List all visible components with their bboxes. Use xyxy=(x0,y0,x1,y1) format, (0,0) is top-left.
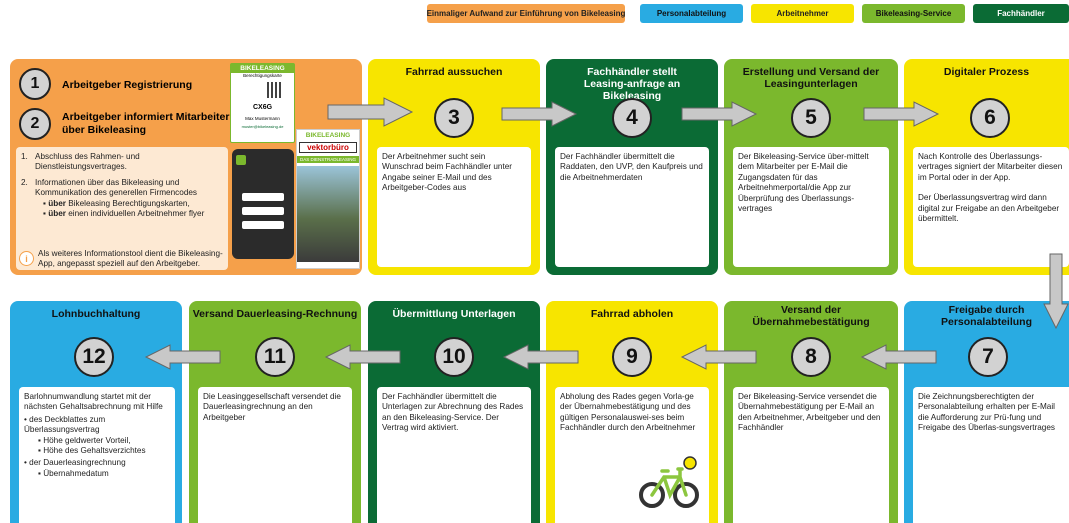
app-logo-icon xyxy=(236,155,246,165)
step-3-circle: 3 xyxy=(434,98,474,138)
step-2-title-line2: über Bikeleasing xyxy=(62,124,147,136)
step-2-circle: 2 xyxy=(19,108,51,140)
step-1-circle: 1 xyxy=(19,68,51,100)
step-8-circle: 8 xyxy=(791,337,831,377)
step-4-description: Der Fachhändler übermittelt die Raddaten… xyxy=(555,147,709,267)
step-4-title: Fachhändler stellt Leasing-anfrage an Bi… xyxy=(583,66,681,102)
card-title: BIKELEASING xyxy=(231,64,294,73)
legend-fachhaendler: Fachhändler xyxy=(973,4,1069,23)
arrow-7-to-8 xyxy=(860,344,937,370)
step-10-circle: 10 xyxy=(434,337,474,377)
step-1-2-description: 1.Abschluss des Rahmen- und Dienstleistu… xyxy=(16,147,228,270)
arrow-6-to-7 xyxy=(1043,253,1069,330)
step-12-text: Barlohnumwandlung startet mit der nächst… xyxy=(24,392,163,412)
bicycle-icon xyxy=(639,456,699,508)
step-12-bullet-1: • des Deckblattes zum Überlassungsvertra… xyxy=(24,414,106,435)
step-11-description: Die Leasinggesellschaft versendet die Da… xyxy=(198,387,352,523)
step-7-title: Freigabe durch Personalabteilung xyxy=(940,304,1033,328)
panel-step-10: Übermittlung Unterlagen 10 Der Fachhändl… xyxy=(368,301,540,523)
step-5-circle: 5 xyxy=(791,98,831,138)
step-8-description: Der Bikeleasing-Service versendet die Üb… xyxy=(733,387,889,523)
info-bulb-icon: i xyxy=(19,251,34,266)
step-12-description: Barlohnumwandlung startet mit der nächst… xyxy=(19,387,175,523)
step-8-title: Versand der Übernahmebestätigung xyxy=(752,304,870,328)
arrow-5-to-6 xyxy=(863,101,940,127)
step-9-description: Abholung des Rades gegen Vorla-ge der Üb… xyxy=(555,387,709,523)
arrow-10-to-11 xyxy=(324,344,401,370)
flyer-banner: DAS DIENSTRADLEASING xyxy=(297,156,359,163)
legend-bikeleasing-service: Bikeleasing-Service xyxy=(862,4,965,23)
step-6-description: Nach Kontrolle des Überlassungs-vertrage… xyxy=(913,147,1069,267)
flyer-brand: vektorbüro xyxy=(299,142,357,153)
step-6-text-1: Nach Kontrolle des Überlassungs-vertrage… xyxy=(918,152,1063,182)
panel-step-4: Fachhändler stellt Leasing-anfrage an Bi… xyxy=(546,59,718,275)
step-6-title: Digitaler Prozess xyxy=(943,66,1030,78)
step-12-bullet-2: • der Dauerleasingrechnung xyxy=(24,458,126,468)
step-5-title: Erstellung und Versand der Leasingunterl… xyxy=(742,66,880,90)
step-11-circle: 11 xyxy=(255,337,295,377)
panel-step-1-2: 1 Arbeitgeber Registrierung 2 Arbeitgebe… xyxy=(10,59,362,275)
legend-einmalig: Einmaliger Aufwand zur Einführung von Bi… xyxy=(427,4,625,23)
step-7-description: Die Zeichnungsberechtigten der Personala… xyxy=(913,387,1069,523)
panel-step-7: Freigabe durch Personalabteilung 7 Die Z… xyxy=(904,301,1069,523)
card-code: CX6G xyxy=(252,104,273,111)
panel-step-5: Erstellung und Versand der Leasingunterl… xyxy=(724,59,898,275)
panel-step-9: Fahrrad abholen 9 Abholung des Rades geg… xyxy=(546,301,718,523)
card-subtitle: Berechtigungskarte xyxy=(243,73,282,78)
step-11-title: Versand Dauerleasing-Rechnung xyxy=(192,308,358,320)
step-6-text-2: Der Überlassungsvertrag wird dann digita… xyxy=(918,193,1060,224)
arrow-1-2-to-3 xyxy=(327,97,414,127)
panel-step-11: Versand Dauerleasing-Rechnung 11 Die Lea… xyxy=(189,301,361,523)
panel-step-8: Versand der Übernahmebestätigung 8 Der B… xyxy=(724,301,898,523)
arrow-9-to-10 xyxy=(502,344,579,370)
panel-step-3: Fahrrad aussuchen 3 Der Arbeitnehmer suc… xyxy=(368,59,540,275)
app-button-3 xyxy=(242,221,284,229)
legend-arbeitnehmer: Arbeitnehmer xyxy=(751,4,854,23)
bikeleasing-app-phone-image xyxy=(232,149,294,259)
arrow-8-to-9 xyxy=(680,344,757,370)
item-1: 1.Abschluss des Rahmen- und Dienstleistu… xyxy=(21,152,140,172)
info-text: Als weiteres Informationstool dient die … xyxy=(38,249,223,268)
step-12-bullet-1a: ▪ Höhe geldwerter Vorteil, xyxy=(38,435,131,445)
flyer-photo xyxy=(297,166,359,262)
step-7-circle: 7 xyxy=(968,337,1008,377)
arrow-11-to-12 xyxy=(144,344,221,370)
app-button-2 xyxy=(242,207,284,215)
qr-code-icon xyxy=(267,82,283,98)
sub-item-1: ▪ über Bikeleasing Berechtigungskarten, xyxy=(43,198,190,208)
sub-item-2: ▪ über einen individuellen Arbeitnehmer … xyxy=(43,209,205,219)
step-12-bullet-2a: ▪ Übernahmedatum xyxy=(38,468,109,478)
step-1-title: Arbeitgeber Registrierung xyxy=(62,79,193,91)
step-5-description: Der Bikeleasing-Service über-mittelt dem… xyxy=(733,147,889,267)
flyer-title: BIKELEASING xyxy=(305,132,351,139)
step-9-circle: 9 xyxy=(612,337,652,377)
step-4-circle: 4 xyxy=(612,98,652,138)
step-10-title: Übermittlung Unterlagen xyxy=(392,308,516,320)
card-name: Max Mustermann xyxy=(245,116,280,121)
app-button-1 xyxy=(242,193,284,201)
step-3-description: Der Arbeitnehmer sucht sein Wunschrad be… xyxy=(377,147,531,267)
legend-personalabteilung: Personalabteilung xyxy=(640,4,743,23)
berechtigungskarte-image: BIKELEASING Berechtigungskarte CX6G Max … xyxy=(230,63,295,143)
step-6-circle: 6 xyxy=(970,98,1010,138)
step-12-title: Lohnbuchhaltung xyxy=(51,308,141,320)
arrow-4-to-5 xyxy=(681,101,758,127)
step-3-title: Fahrrad aussuchen xyxy=(405,66,503,78)
step-2-title-line1: Arbeitgeber informiert Mitarbeiter xyxy=(62,111,230,123)
step-10-description: Der Fachhändler übermittelt die Unterlag… xyxy=(377,387,531,523)
arrow-3-to-4 xyxy=(501,101,578,127)
arbeitnehmer-flyer-image: BIKELEASING vektorbüro DAS DIENSTRADLEAS… xyxy=(296,129,360,269)
panel-step-6: Digitaler Prozess 6 Nach Kontrolle des Ü… xyxy=(904,59,1069,275)
step-9-title: Fahrrad abholen xyxy=(590,308,674,320)
card-email: muster@bikeleasing.de xyxy=(241,124,284,129)
step-12-bullet-1b: ▪ Höhe des Gehaltsverzichtes xyxy=(38,446,146,456)
step-12-circle: 12 xyxy=(74,337,114,377)
item-2: 2.Informationen über das Bikeleasing und… xyxy=(21,177,198,198)
panel-step-12: Lohnbuchhaltung 12 Barlohnumwandlung sta… xyxy=(10,301,182,523)
